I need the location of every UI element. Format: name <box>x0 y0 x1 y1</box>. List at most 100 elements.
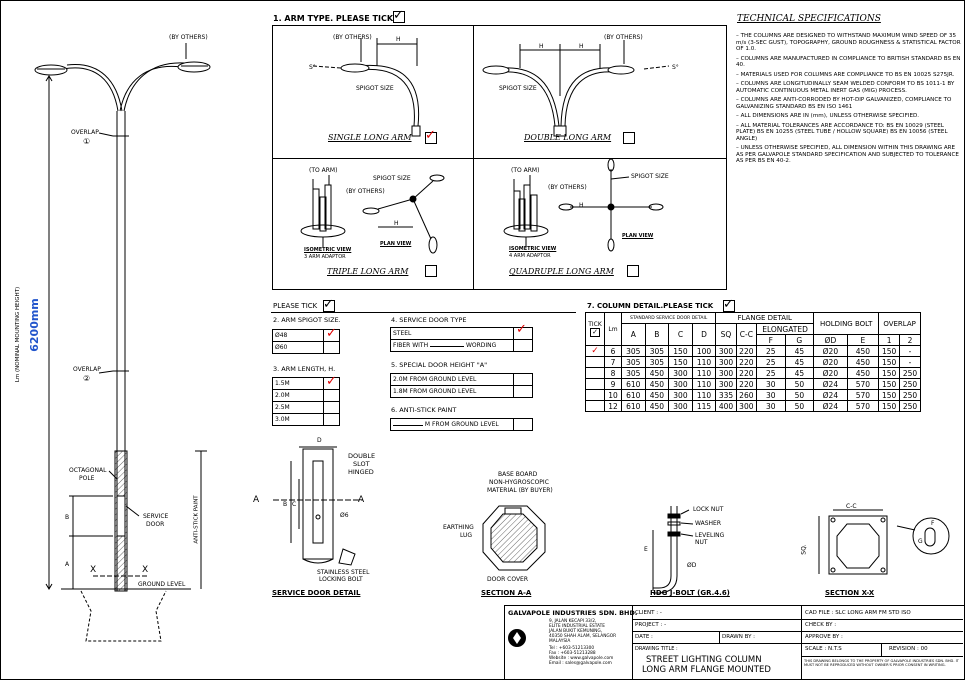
tb-drawing-title-label: DRAWING TITLE : <box>635 646 678 652</box>
length-option: 2.0M <box>272 389 324 402</box>
column-row-checkbox[interactable] <box>585 367 605 379</box>
triple-arm-checkbox[interactable] <box>425 265 437 277</box>
column-row-checkbox[interactable] <box>585 389 605 401</box>
column-cell: Ø20 <box>813 345 848 357</box>
spigot-60-checkbox[interactable] <box>323 341 340 354</box>
column-row-lm: 12 <box>604 400 622 412</box>
double-s: S° <box>672 64 679 71</box>
tb-drawing-title-2: LONG ARM FLANGE MOUNTED <box>642 665 771 675</box>
single-by-others: (BY OTHERS) <box>333 34 372 41</box>
length-table: 1.5M✓ 2.0M 2.5M 3.0M <box>272 375 340 426</box>
length-1-5-checkbox[interactable]: ✓ <box>323 375 340 390</box>
column-checkbox[interactable] <box>723 300 735 312</box>
double-h-left: H <box>539 43 544 50</box>
column-cell: - <box>899 345 921 357</box>
lug-label: LUG <box>460 532 473 539</box>
column-cell: 150 <box>878 345 901 357</box>
overlap-2-label: OVERLAP <box>73 366 101 373</box>
arm-type-divider-h <box>272 158 726 159</box>
col-header: C <box>668 323 693 346</box>
quad-arm-title: QUADRUPLE LONG ARM <box>509 267 614 276</box>
column-cell: 610 <box>621 400 646 412</box>
tb-div-2 <box>801 605 802 679</box>
door-height-1-8-checkbox[interactable] <box>513 385 533 398</box>
door-steel-checkbox[interactable]: ✓ <box>513 323 533 340</box>
title-block <box>504 605 964 679</box>
column-row-checkbox[interactable] <box>585 378 605 390</box>
column-check-glyph: ✓ <box>723 297 734 312</box>
col-header: ØD <box>813 334 848 346</box>
spec-title: TECHNICAL SPECIFICATIONS <box>737 14 881 24</box>
quad-arm-checkbox[interactable] <box>627 265 639 277</box>
xx-g: G <box>918 538 923 545</box>
column-cell: 220 <box>735 356 758 368</box>
column-row-checkbox[interactable]: ✓ <box>585 345 605 357</box>
column-cell: 450 <box>644 367 670 379</box>
quad-spigot: SPIGOT SIZE <box>631 173 669 180</box>
column-cell: 110 <box>691 378 717 390</box>
single-s: S° <box>309 64 316 71</box>
column-cell: 305 <box>621 356 646 368</box>
quad-arm-drawing <box>503 158 664 252</box>
xx-sq: SQ. <box>800 544 808 555</box>
jbolt-title: HDG J-BOLT (GR.4.6) <box>650 589 730 597</box>
column-cell: 305 <box>644 356 670 368</box>
column-cell: 50 <box>784 378 815 390</box>
column-cell: 610 <box>621 389 646 401</box>
options-rule <box>271 312 576 313</box>
column-cell: 450 <box>846 345 880 357</box>
door-height-2-0-checkbox[interactable] <box>513 373 533 386</box>
section-a-left: A <box>253 495 260 505</box>
column-cell: 450 <box>846 367 880 379</box>
length-3-0-checkbox[interactable] <box>323 413 340 426</box>
single-arm-drawing <box>273 26 473 156</box>
col-header: SQ <box>715 323 737 346</box>
section-x-left: X <box>90 565 97 575</box>
tb-scale: SCALE : N.T.S <box>805 646 842 652</box>
overlap-1-label: OVERLAP <box>71 129 99 136</box>
door-dim-d: D <box>317 437 322 444</box>
options-checkbox[interactable] <box>323 300 335 312</box>
column-cell: 220 <box>735 367 758 379</box>
single-arm-checkbox[interactable] <box>425 132 437 144</box>
lock-nut-label: LOCK NUT <box>693 506 724 513</box>
column-cell: 570 <box>846 400 880 412</box>
column-row-checkbox[interactable] <box>585 400 605 412</box>
ground-level-label: GROUND LEVEL <box>138 581 186 588</box>
overlap-2-number: ② <box>83 374 91 383</box>
column-row-checkbox[interactable] <box>585 356 605 368</box>
door-fiber-checkbox[interactable] <box>513 339 533 352</box>
door-height-heading: 5. SPECIAL DOOR HEIGHT "A" <box>391 361 488 369</box>
column-cell: 30 <box>756 389 786 401</box>
column-cell: 300 <box>715 356 737 368</box>
arm-type-panel <box>272 25 727 290</box>
arm-type-checkbox[interactable] <box>393 11 405 23</box>
column-cell: Ø24 <box>813 400 848 412</box>
length-2-0-checkbox[interactable] <box>323 389 340 402</box>
single-spigot: SPIGOT SIZE <box>356 85 394 92</box>
tb-cad-file: CAD FILE : SLC LONG ARM FM STD ISO <box>805 610 911 616</box>
col-header-lm: Lm <box>604 312 622 346</box>
arm-type-heading: 1. ARM TYPE. PLEASE TICK <box>273 14 394 23</box>
door-type-table: STEEL✓ FIBER WITH WORDING <box>390 323 533 352</box>
leveling-label: LEVELING <box>695 532 725 539</box>
spec-item: – ALL MATERIAL TOLERANCES ARE ACCORDANCE… <box>736 122 948 142</box>
column-cell: 300 <box>715 367 737 379</box>
spigot-48-checkbox[interactable]: ✓ <box>323 327 340 342</box>
length-2-5-checkbox[interactable] <box>323 401 340 414</box>
length-option: 1.5M <box>272 377 324 390</box>
double-arm-checkbox[interactable] <box>623 132 635 144</box>
antistick-checkbox[interactable] <box>513 418 533 431</box>
column-cell: - <box>899 356 921 368</box>
column-row-lm: 6 <box>604 345 622 357</box>
section-a-right: A <box>358 495 365 505</box>
door-dim-b: B <box>283 501 288 508</box>
column-cell: 110 <box>691 356 717 368</box>
column-cell: 305 <box>621 345 646 357</box>
col-header-elongated: ELONGATED <box>756 323 815 335</box>
spec-item: – THE COLUMNS ARE DESIGNED TO WITHSTAND … <box>736 33 961 52</box>
door-steel-option: STEEL <box>390 327 514 340</box>
spigot-table: Ø48✓ Ø60 <box>272 327 340 354</box>
